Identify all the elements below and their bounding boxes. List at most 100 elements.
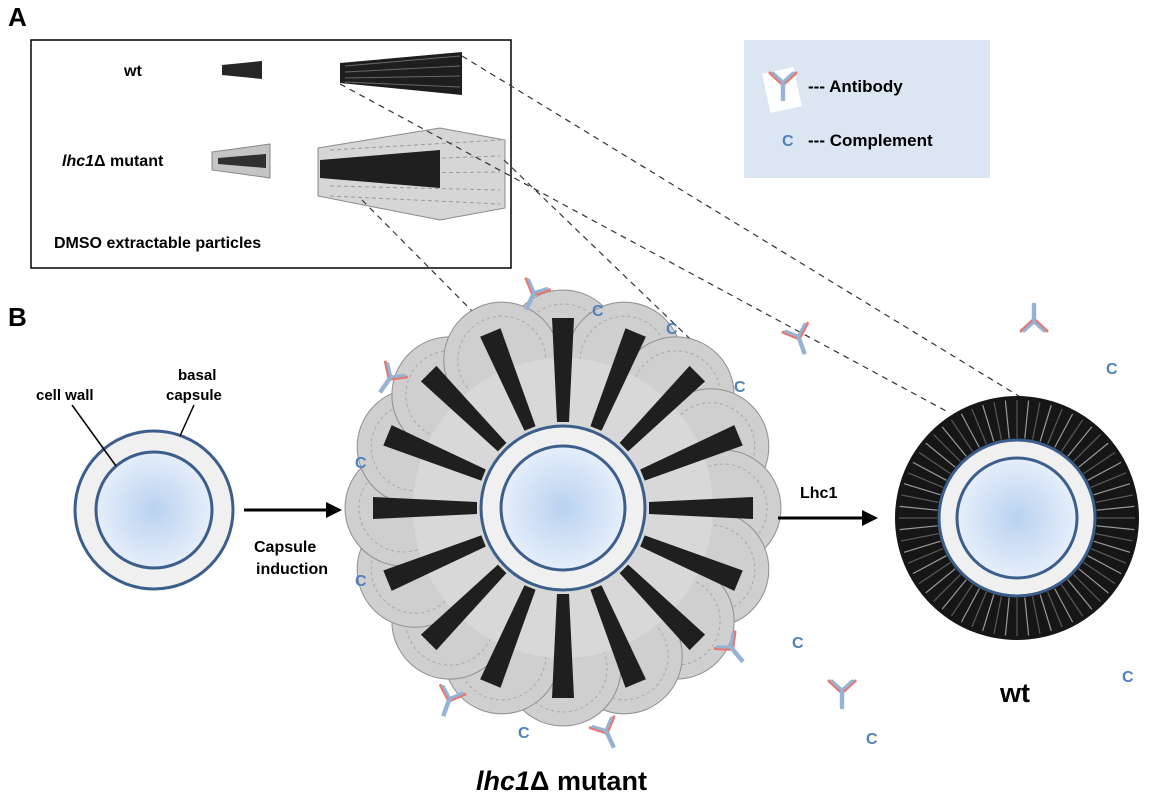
wt-fiber <box>1039 594 1052 632</box>
wt-fiber <box>1024 400 1030 439</box>
wt-fiber <box>907 548 944 564</box>
wt-fiber <box>993 596 1002 634</box>
induction-label-1: Capsule <box>254 539 316 556</box>
wt-fiber <box>1083 451 1116 475</box>
wt-fiber <box>901 494 939 503</box>
wt-fiber <box>912 555 947 575</box>
wt-fiber <box>1067 426 1093 457</box>
lhc1-label: Lhc1 <box>800 485 837 502</box>
induction-label-2: induction <box>256 561 328 578</box>
mutant-title: lhc1Δ mutant <box>476 766 647 796</box>
complement-symbol: C <box>592 303 604 320</box>
panel-a-mutant-label: lhc1Δ mutant <box>62 153 164 170</box>
basal-cell <box>73 429 235 591</box>
legend-antibody-label: --- Antibody <box>808 77 903 96</box>
wt-fiber <box>1024 597 1030 636</box>
capsule-fiber <box>640 535 743 591</box>
wt-fiber <box>912 461 947 481</box>
basal-capsule-label-2: capsule <box>166 387 222 404</box>
capsule-fiber <box>552 318 574 422</box>
wt-fiber <box>1096 525 1135 531</box>
capsule-fiber <box>480 585 536 688</box>
panel-b-letter: B <box>8 302 27 332</box>
wt-fiber <box>1096 505 1135 511</box>
wt-fiber <box>1054 588 1074 623</box>
legend-complement-symbol: C <box>782 133 794 150</box>
capsule-fiber <box>552 594 574 698</box>
antibody-icon <box>827 679 857 710</box>
capsule-fiber <box>590 328 646 431</box>
mutant-particle-small <box>211 143 271 179</box>
complement-symbol: C <box>1122 669 1134 686</box>
panel-a-caption: DMSO extractable particles <box>54 235 261 252</box>
wt-title: wt <box>999 678 1030 708</box>
wt-fiber <box>1047 591 1063 628</box>
wt-fiber <box>1087 555 1122 575</box>
wt-fiber <box>1054 413 1074 448</box>
wt-fiber <box>1095 494 1133 503</box>
wt-fiber <box>950 584 974 617</box>
antibody-icon <box>781 321 819 360</box>
wt-fiber <box>1087 461 1122 481</box>
wt-fiber <box>971 591 987 628</box>
wt-fiber <box>1093 540 1131 553</box>
wt-fiber <box>1060 419 1084 452</box>
wt-fiber <box>1078 442 1109 468</box>
basal-capsule-label-1: basal <box>178 367 216 384</box>
complement-symbol: C <box>666 321 678 338</box>
wt-fiber <box>971 408 987 445</box>
lhc1-arrow <box>778 510 878 526</box>
capsule-fiber <box>420 564 507 651</box>
wt-fiber <box>918 451 951 475</box>
wt-fiber <box>925 442 956 468</box>
wt-fiber <box>933 574 961 602</box>
complement-symbol: C <box>518 725 530 742</box>
capsule-fiber <box>373 497 477 519</box>
wt-fiber <box>960 588 980 623</box>
wt-fiber <box>1078 568 1109 594</box>
complement-symbol: C <box>866 731 878 748</box>
complement-symbol: C <box>355 573 367 590</box>
cell-wall-pointer <box>71 404 117 467</box>
basal-capsule-pointer <box>179 404 195 437</box>
wt-cell <box>895 396 1139 640</box>
panel-a-wt-label: wt <box>123 63 142 80</box>
wt-fiber <box>1073 434 1101 462</box>
wt-fiber <box>918 561 951 585</box>
wt-fiber <box>1095 533 1133 542</box>
legend-complement-label: --- Complement <box>808 131 933 150</box>
wt-fiber <box>925 568 956 594</box>
complement-symbols: C C C C C C C C C C <box>355 303 1134 748</box>
wt-fiber <box>1004 400 1010 439</box>
antibody-icon <box>1019 302 1049 333</box>
wt-fiber <box>1047 408 1063 445</box>
wt-fiber <box>903 540 941 553</box>
complement-symbol: C <box>1106 361 1118 378</box>
wt-fiber <box>1090 548 1127 564</box>
wt-particle-small <box>222 61 262 79</box>
cell-wall-label: cell wall <box>36 387 94 404</box>
wt-fiber <box>901 533 939 542</box>
wt-fiber <box>950 419 974 452</box>
wt-fiber <box>941 426 967 457</box>
complement-symbol: C <box>355 455 367 472</box>
complement-symbol: C <box>734 379 746 396</box>
wt-fiber <box>1004 597 1010 636</box>
mutant-capsule-fibers <box>373 318 753 698</box>
wt-fiber <box>1067 579 1093 610</box>
complement-symbol: C <box>792 635 804 652</box>
wt-fiber <box>1032 596 1041 634</box>
capsule-fiber <box>619 365 706 452</box>
wt-fiber <box>899 505 938 511</box>
panel-a-letter: A <box>8 2 27 32</box>
wt-fiber <box>993 402 1002 440</box>
mutant-particle-large <box>317 127 506 221</box>
capsule-fiber <box>383 535 486 591</box>
wt-fiber <box>1090 472 1127 488</box>
capsule-fiber <box>640 425 743 481</box>
capsule-fiber <box>619 564 706 651</box>
wt-fiber <box>941 579 967 610</box>
capsule-fiber <box>383 425 486 481</box>
wt-fiber <box>899 525 938 531</box>
wt-fiber <box>933 434 961 462</box>
